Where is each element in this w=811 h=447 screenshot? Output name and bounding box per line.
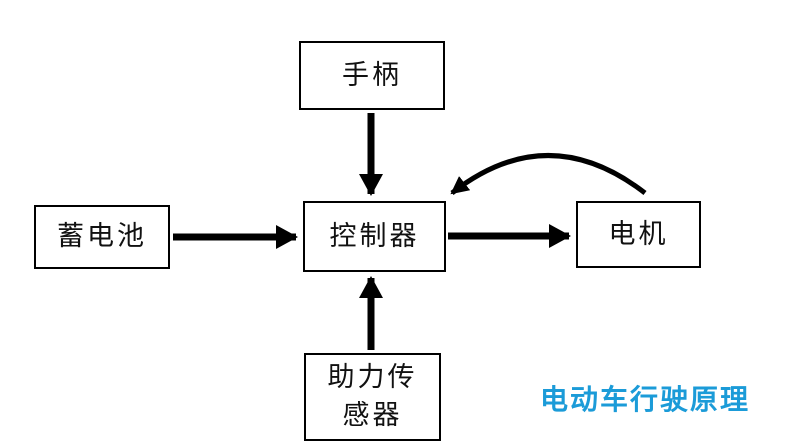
node-motor: 电机: [576, 201, 701, 268]
node-battery: 蓄电池: [34, 205, 170, 269]
node-sensor: 助力传感器: [304, 353, 441, 441]
diagram-caption: 电动车行驶原理: [540, 383, 751, 416]
node-battery-label: 蓄电池: [57, 221, 147, 253]
node-controller: 控制器: [303, 201, 446, 272]
node-handle-label: 手柄: [342, 59, 402, 91]
node-controller-label: 控制器: [329, 220, 420, 252]
node-sensor-label: 助力传感器: [327, 362, 418, 431]
node-handle: 手柄: [299, 41, 445, 110]
arrow-motor-to-controller-feedback: [450, 153, 647, 195]
node-motor-label: 电机: [608, 218, 669, 250]
